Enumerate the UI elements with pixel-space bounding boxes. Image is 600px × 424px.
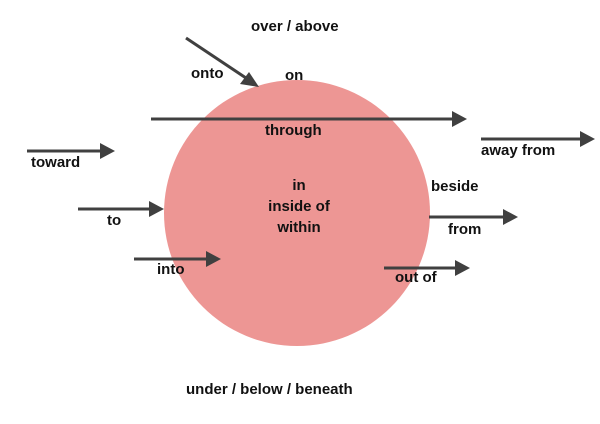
from-arrowhead <box>503 209 518 225</box>
label-to: to <box>107 212 122 229</box>
through-arrowhead <box>452 111 467 127</box>
onto-arrowhead <box>240 72 259 87</box>
away-from-arrowhead <box>580 131 595 147</box>
label-under-below-beneath: under / below / beneath <box>186 381 353 398</box>
label-in: in <box>292 177 306 194</box>
toward-arrowhead <box>100 143 115 159</box>
label-over-above: over / above <box>251 18 339 35</box>
label-beside: beside <box>431 178 479 195</box>
label-within: within <box>277 219 321 236</box>
circle-shape <box>164 80 430 346</box>
label-through: through <box>265 122 322 139</box>
label-inside-of: inside of <box>268 198 330 215</box>
to-arrowhead <box>149 201 164 217</box>
label-onto: onto <box>191 65 224 82</box>
into-arrowhead <box>206 251 221 267</box>
onto-arrow <box>185 36 247 80</box>
out-of-arrowhead <box>455 260 470 276</box>
label-into: into <box>157 261 185 278</box>
label-toward: toward <box>31 154 81 171</box>
label-on: on <box>285 67 304 84</box>
label-away-from: away from <box>481 142 556 159</box>
label-from: from <box>448 221 482 238</box>
label-out-of: out of <box>395 269 437 286</box>
